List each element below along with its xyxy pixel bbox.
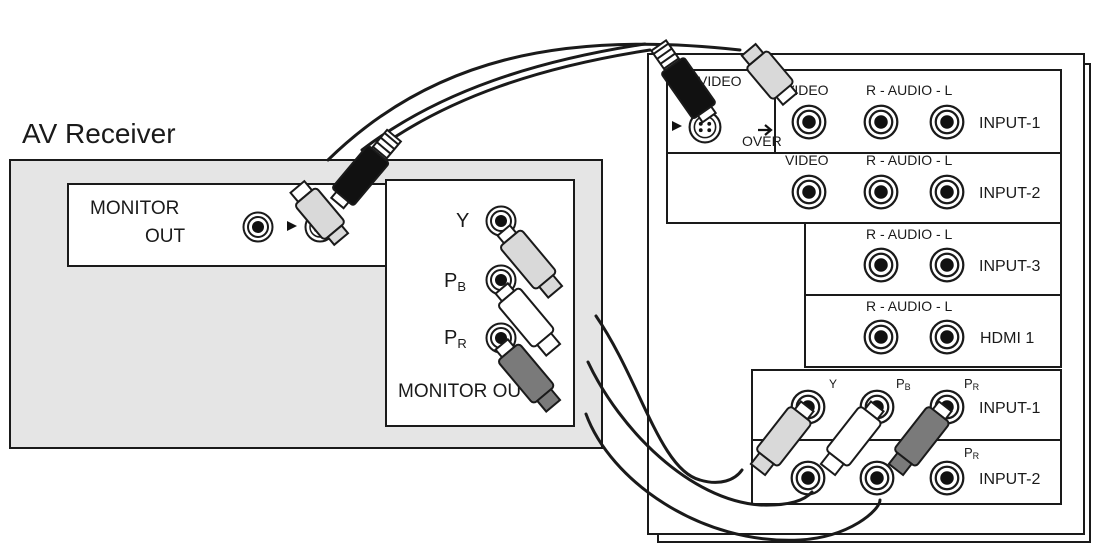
- hdmi1-audio-l-jack: [929, 319, 965, 355]
- comp2-pr-jack: [929, 460, 965, 496]
- component-pr-plug-receiver: [494, 337, 562, 413]
- comp2-y-jack: [790, 460, 826, 496]
- input2-video-label: VIDEO: [785, 152, 829, 168]
- component-pb-plug-tv: [819, 400, 885, 477]
- input1-audio-label: R - AUDIO - L: [866, 82, 953, 98]
- svideo-plug-tv: [649, 38, 718, 124]
- plugs: [289, 38, 953, 477]
- monitor-out-label-line1: MONITOR: [90, 198, 179, 219]
- hdmi1-name: HDMI 1: [980, 330, 1034, 347]
- component-y-label: Y: [456, 210, 469, 232]
- over-arrow-icon: [758, 124, 773, 136]
- svideo-label: VIDEO: [698, 73, 742, 89]
- svideo-plug-receiver: [329, 128, 403, 210]
- component-pr-label: PR: [444, 327, 467, 351]
- receiver-title: AV Receiver: [22, 118, 176, 149]
- comp1-pr-label: PR: [964, 376, 980, 392]
- input3-audio-label: R - AUDIO - L: [866, 226, 953, 242]
- tv-rear-panel: VIDEO OVER VIDEO R - AUDIO - L INPUT-1 V…: [647, 53, 1091, 543]
- svideo-arrow-icon: [287, 221, 297, 231]
- composite-plug-tv: [740, 42, 799, 107]
- input1-name: INPUT-1: [979, 115, 1040, 132]
- comp2-name: INPUT-2: [979, 471, 1040, 488]
- component-y-plug-tv: [749, 400, 815, 477]
- input3-name: INPUT-3: [979, 258, 1040, 275]
- component-out-caption: MONITOR OU: [398, 381, 521, 402]
- over-label: OVER: [742, 133, 782, 149]
- component-pb-cable: [586, 360, 814, 507]
- input2-audio-label: R - AUDIO - L: [866, 152, 953, 168]
- receiver-video-jack: [242, 211, 274, 243]
- input1-audio-l-jack: [929, 104, 965, 140]
- comp2-pb-jack: [859, 460, 895, 496]
- input2-audio-r-jack: [863, 174, 899, 210]
- svideo-cable-strand-a: [360, 42, 647, 152]
- input2-name: INPUT-2: [979, 185, 1040, 202]
- svideo-cable-strand-b: [366, 48, 652, 158]
- composite-plug-receiver: [289, 179, 350, 247]
- hdmi1-audio-label: R - AUDIO - L: [866, 298, 953, 314]
- comp1-name: INPUT-1: [979, 400, 1040, 417]
- component-pr-cable: [584, 412, 882, 542]
- input2-audio-l-jack: [929, 174, 965, 210]
- component-pb-label: PB: [444, 270, 466, 294]
- component-pr-plug-tv: [887, 400, 953, 477]
- hdmi1-audio-r-jack: [863, 319, 899, 355]
- comp1-pb-label: PB: [896, 376, 911, 392]
- input3-audio-l-jack: [929, 247, 965, 283]
- input1-audio-r-jack: [863, 104, 899, 140]
- component-y-cable: [594, 314, 744, 484]
- svideo-in-arrow-icon: [672, 121, 682, 131]
- component-pb-plug-receiver: [494, 281, 562, 357]
- component-y-plug-receiver: [496, 223, 564, 299]
- monitor-out-label-line2: OUT: [145, 226, 186, 247]
- input1-video-jack: [791, 104, 827, 140]
- comp1-y-label: Y: [829, 377, 837, 391]
- input2-video-jack: [791, 174, 827, 210]
- av-receiver: AV Receiver MONITOR OUT Y PB PR MONITOR …: [9, 118, 603, 449]
- input3-audio-r-jack: [863, 247, 899, 283]
- comp2-pr-label: PR: [964, 445, 980, 461]
